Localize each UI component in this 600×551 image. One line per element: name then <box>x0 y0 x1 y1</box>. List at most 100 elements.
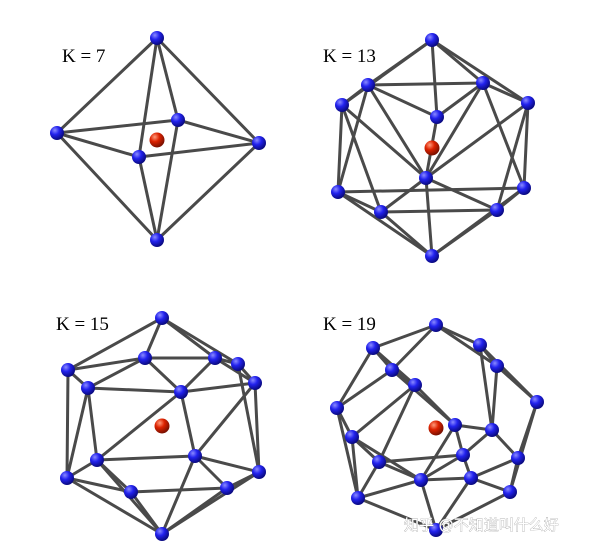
center-atom <box>428 420 444 436</box>
panel-label-k13: K = 13 <box>323 46 376 67</box>
atoms-k15 <box>60 311 266 541</box>
vertex-atom <box>208 351 222 365</box>
bond <box>55 36 159 135</box>
vertex-atom <box>374 205 388 219</box>
panel-label-k19: K = 19 <box>323 314 376 335</box>
panel-k15: K = 15 <box>56 311 266 541</box>
bond <box>340 103 428 180</box>
bond <box>66 316 164 372</box>
bond <box>434 490 512 532</box>
vertex-atom <box>361 78 375 92</box>
bond <box>143 356 183 394</box>
vertex-atom <box>448 418 462 432</box>
bond <box>419 453 465 482</box>
vertex-atom <box>476 76 490 90</box>
vertex-atom <box>511 451 525 465</box>
vertex-atom <box>485 423 499 437</box>
center-atom <box>149 132 165 148</box>
vertex-atom <box>490 359 504 373</box>
bond <box>424 176 434 258</box>
bond <box>336 103 344 194</box>
bond <box>478 343 494 432</box>
vertex-atom <box>252 465 266 479</box>
bond <box>155 118 180 242</box>
bond <box>340 103 383 214</box>
center-atom <box>154 418 170 434</box>
vertex-atom <box>331 185 345 199</box>
bond <box>193 454 261 474</box>
bond <box>379 176 428 214</box>
bond <box>481 81 530 105</box>
bond <box>253 381 261 474</box>
atoms-k19 <box>330 318 544 537</box>
bond <box>377 383 417 464</box>
bond <box>424 176 499 212</box>
bond <box>336 186 526 194</box>
bond <box>160 316 240 366</box>
vertex-atom <box>517 181 531 195</box>
vertex-atom <box>188 449 202 463</box>
bond <box>350 435 360 500</box>
bond <box>179 390 197 458</box>
bond <box>366 83 439 119</box>
bond <box>236 362 261 474</box>
watermark-text: 知乎 @不知道叫什么好 <box>404 516 559 534</box>
vertex-atom <box>231 357 245 371</box>
vertex-atom <box>150 233 164 247</box>
vertex-atom <box>90 453 104 467</box>
bond <box>155 36 180 122</box>
bond <box>155 141 261 242</box>
bond <box>176 118 261 145</box>
bond <box>481 81 526 190</box>
bond <box>155 36 261 145</box>
bond <box>160 470 261 536</box>
bond <box>424 81 485 180</box>
vertex-atom <box>330 401 344 415</box>
bond <box>350 435 423 482</box>
vertex-atom <box>372 455 386 469</box>
bond <box>86 386 183 394</box>
vertex-atom <box>174 385 188 399</box>
bond <box>490 364 499 432</box>
bond <box>65 476 164 536</box>
bond <box>366 83 428 180</box>
vertex-atom <box>124 485 138 499</box>
vertex-atom <box>248 376 262 390</box>
bond <box>356 478 423 500</box>
bond <box>430 38 439 119</box>
bond <box>379 208 499 214</box>
vertex-atom <box>419 171 433 185</box>
bond <box>366 81 485 87</box>
panel-label-k7: K = 7 <box>62 46 105 67</box>
vertex-atom <box>429 523 443 537</box>
bond <box>434 323 499 368</box>
bond <box>419 476 473 482</box>
panel-k13: K = 13 <box>323 33 535 263</box>
bond <box>137 36 159 159</box>
bond <box>95 390 183 462</box>
vertex-atom <box>50 126 64 140</box>
center-atom <box>424 140 440 156</box>
vertex-atom <box>425 33 439 47</box>
vertex-atom <box>60 471 74 485</box>
bond <box>356 496 438 532</box>
panel-k19: K = 19 <box>323 314 544 537</box>
bond <box>390 323 438 372</box>
bond <box>86 386 99 462</box>
bond <box>430 38 530 105</box>
vertex-atom <box>473 338 487 352</box>
bond <box>193 454 229 490</box>
bond <box>137 141 261 159</box>
bond <box>193 381 257 458</box>
bond <box>350 383 417 439</box>
bond <box>424 101 530 180</box>
bond <box>522 101 530 190</box>
bond <box>390 368 457 427</box>
bond <box>419 478 438 532</box>
bond <box>95 454 197 462</box>
bond <box>419 423 457 482</box>
vertex-atom <box>155 311 169 325</box>
vertex-atom <box>138 351 152 365</box>
vertex-atom <box>521 96 535 110</box>
